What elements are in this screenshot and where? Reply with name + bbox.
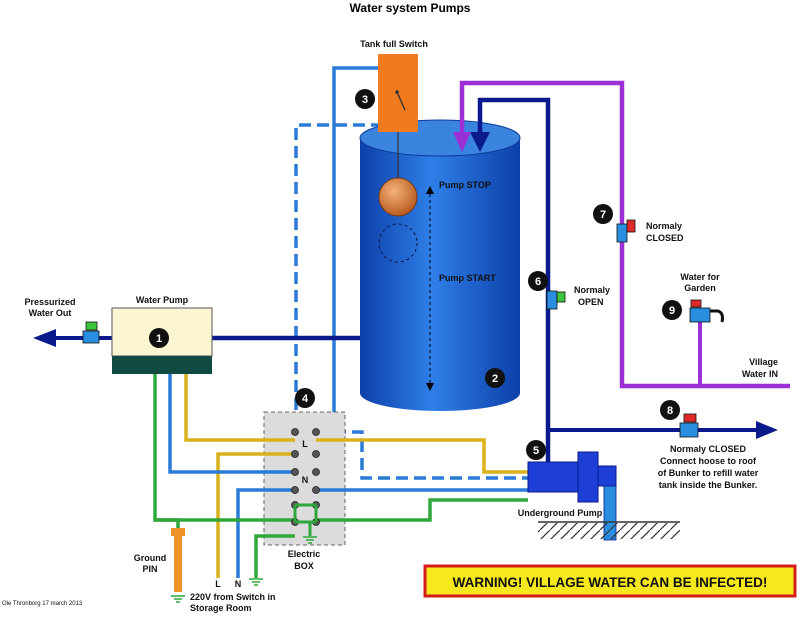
valve-7 [616, 219, 636, 243]
warning-text: WARNING! VILLAGE WATER CAN BE INFECTED! [453, 575, 768, 590]
marker-6-number: 6 [535, 276, 541, 288]
pressurized-arrow-icon [33, 329, 56, 347]
village-label-1: Village [749, 357, 778, 367]
marker-5: 5 [526, 440, 546, 460]
bunker-note-1: Normaly CLOSED [670, 444, 747, 454]
valve-7-label-2: CLOSED [646, 233, 684, 243]
marker-5-number: 5 [533, 445, 539, 457]
box-n-label: N [302, 475, 309, 485]
float-ball [378, 177, 418, 217]
marker-7: 7 [593, 204, 613, 224]
dashed-signal-wire [294, 123, 528, 480]
pressurized-label: Pressurized [24, 297, 75, 307]
ground-pin-label-1: Ground [134, 553, 167, 563]
pump-yellow-wire [184, 374, 295, 442]
marker-4: 4 [295, 388, 315, 408]
valve-pressurized [82, 321, 100, 344]
valve-7-label-1: Normaly [646, 221, 682, 231]
arrow-down-icon [426, 383, 434, 391]
marker-3-number: 3 [362, 94, 368, 106]
village-water-pipe [459, 80, 790, 389]
underground-pump-label: Underground Pump [518, 508, 603, 518]
mains-ground-icon [249, 578, 263, 586]
underground-pump [527, 451, 617, 541]
pump-start-label: Pump START [439, 273, 496, 283]
water-pump-label: Water Pump [136, 295, 189, 305]
mains-l-label: L [215, 579, 221, 589]
mains-ground-wire [254, 534, 295, 578]
marker-9-number: 9 [669, 305, 675, 317]
marker-9: 9 [662, 300, 682, 320]
underground-ground-wire [316, 498, 528, 522]
bunker-note-2: Connect hoose to roof [660, 456, 757, 466]
diagram-title: Water system Pumps [350, 1, 471, 15]
marker-2-number: 2 [492, 373, 498, 385]
ground-hatch [538, 523, 680, 539]
power-source-label-1: 220V from Switch in [190, 592, 276, 602]
tank-full-switch-label: Tank full Switch [360, 39, 428, 49]
village-label-2: Water IN [742, 369, 778, 379]
valve-6-label-1: Normaly [574, 285, 610, 295]
marker-1-number: 1 [156, 333, 162, 345]
valve-6 [546, 290, 566, 310]
float-low-position [378, 223, 418, 263]
mains-n-wire [236, 488, 295, 578]
marker-7-number: 7 [600, 209, 606, 221]
bunker-note-3: of Bunker to refill water [658, 468, 759, 478]
garden-label-2: Garden [684, 283, 716, 293]
water-tank [359, 119, 521, 411]
valve-8 [679, 413, 699, 438]
power-source-label-2: Storage Room [190, 603, 252, 613]
marker-6: 6 [528, 271, 548, 291]
marker-8: 8 [660, 400, 680, 420]
mains-l-wire [216, 452, 295, 578]
marker-1: 1 [149, 328, 169, 348]
village-arrow-icon [453, 132, 471, 152]
arrow-up-icon [426, 186, 434, 194]
marker-3: 3 [355, 89, 375, 109]
ground-pin [174, 532, 182, 592]
marker-2: 2 [485, 368, 505, 388]
garden-label-1: Water for [680, 272, 720, 282]
water-out-label: Water Out [29, 308, 72, 318]
switch-pivot [395, 90, 399, 94]
marker-8-number: 8 [667, 405, 673, 417]
mains-n-label: N [235, 579, 242, 589]
valve-9-tap [689, 299, 724, 323]
box-l-label: L [302, 439, 308, 449]
electric-box-label-1: Electric [288, 549, 321, 559]
pump-blue-wire [168, 374, 295, 474]
ground-pin-head [171, 528, 185, 536]
ground-pin-label-2: PIN [142, 564, 157, 574]
fill-arrow-icon [470, 132, 490, 152]
underground-yellow-wire [316, 438, 528, 474]
warning-banner [423, 564, 797, 598]
pump-stop-label: Pump STOP [439, 180, 491, 190]
bunker-arrow-icon [756, 421, 778, 439]
box-ground-icon [303, 536, 317, 544]
bunker-note-4: tank inside the Bunker. [659, 480, 758, 490]
ground-pin-icon [171, 595, 185, 603]
electric-box-label-2: BOX [294, 561, 314, 571]
valve-6-label-2: OPEN [578, 297, 604, 307]
marker-4-number: 4 [302, 393, 309, 405]
author-credit: Ole Thronborg 17 march 2013 [2, 601, 83, 607]
switch-contact [396, 91, 406, 111]
